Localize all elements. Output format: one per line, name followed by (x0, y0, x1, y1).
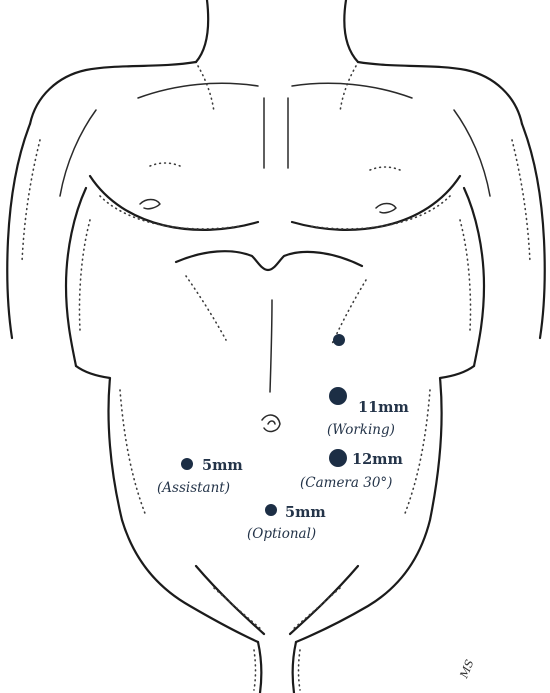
shoulder-left (28, 60, 198, 126)
right-deltoid-line (453, 109, 491, 197)
torso-drawing (6, 0, 546, 693)
working-size-label: 11mm (358, 399, 410, 416)
assistant-size-label: 5mm (202, 457, 243, 474)
camera-size-label: 12mm (352, 451, 404, 468)
left-thigh (256, 640, 263, 693)
shoulder-right (356, 60, 524, 126)
right-arm-inner (462, 186, 486, 368)
working-role-label: (Working) (327, 422, 395, 438)
optional-size-label: 5mm (285, 504, 326, 521)
neck-right (343, 0, 360, 64)
clavicle-right (291, 82, 413, 99)
left-deltoid-line (59, 109, 97, 197)
right-thigh (291, 640, 298, 693)
camera-role-label: (Camera 30°) (300, 475, 392, 491)
nipple-left (139, 198, 161, 210)
port-assistant-marker (181, 458, 193, 470)
optional-role-label: (Optional) (247, 526, 316, 542)
port-camera-marker (329, 449, 347, 467)
stipple-shading (21, 65, 531, 691)
left-arm-inner (64, 186, 88, 368)
nipple-right (375, 202, 397, 214)
inguinal-left (194, 564, 266, 636)
port-labels: 11mm (Working) 12mm (Camera 30°) 5mm (As… (157, 399, 410, 542)
costal-margin (174, 250, 364, 272)
linea-alba (269, 299, 273, 393)
assistant-role-label: (Assistant) (157, 480, 230, 496)
trocar-ports (181, 334, 347, 516)
inguinal-right (288, 564, 360, 636)
right-flank (294, 364, 476, 644)
port-upper-marker (333, 334, 345, 346)
left-flank (74, 364, 260, 644)
umbilicus-inner (267, 420, 276, 425)
artist-initials: MS (457, 657, 477, 681)
port-working-marker (329, 387, 347, 405)
pectoral-right (290, 174, 462, 231)
right-arm-outer (520, 122, 546, 340)
clavicle-left (137, 82, 259, 99)
neck-left (194, 0, 210, 64)
port-optional-marker (265, 504, 277, 516)
umbilicus (261, 414, 281, 433)
pectoral-left (88, 174, 260, 231)
left-arm-outer (6, 122, 32, 340)
